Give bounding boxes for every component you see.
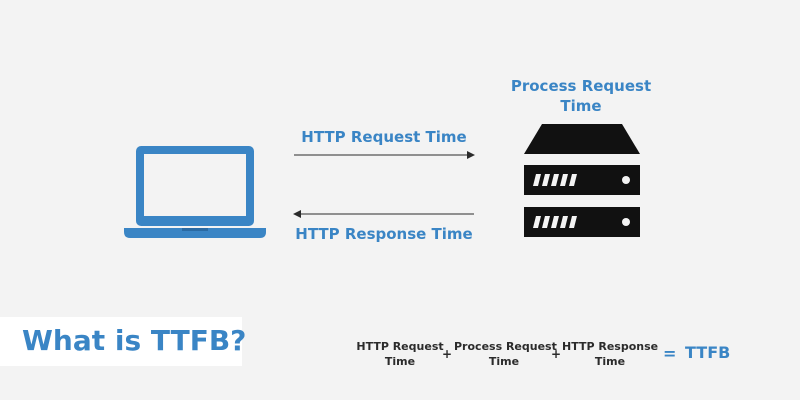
formula-term-2-line-2: Time (488, 355, 520, 368)
process-label-line-1: Process Request (510, 77, 652, 95)
response-arrow (293, 210, 474, 218)
formula-equals: = (663, 344, 677, 363)
http-response-time-label: HTTP Response Time (295, 225, 473, 243)
process-label-line-2: Time (560, 97, 602, 115)
formula-term-process-request: Process Request Time (454, 339, 557, 369)
formula-result: TTFB (685, 343, 731, 362)
http-request-time-label: HTTP Request Time (301, 128, 467, 146)
title-box: What is TTFB? (0, 317, 246, 366)
formula-term-2-line-1: Process Request (454, 340, 557, 353)
request-arrow (294, 151, 475, 159)
formula-term-1-line-1: HTTP Request (356, 340, 444, 353)
formula-plus-2: + (551, 347, 562, 361)
server-icon (524, 124, 640, 237)
process-request-time-label: Process Request Time (500, 76, 662, 116)
formula-term-3-line-2: Time (594, 355, 626, 368)
formula-term-http-response: HTTP Response Time (562, 339, 658, 369)
laptop-icon (124, 146, 266, 238)
formula-term-http-request: HTTP Request Time (355, 339, 445, 369)
formula-plus-1: + (442, 347, 453, 361)
page-title: What is TTFB? (22, 324, 247, 357)
formula-term-1-line-2: Time (384, 355, 416, 368)
formula-term-3-line-1: HTTP Response (562, 340, 659, 353)
